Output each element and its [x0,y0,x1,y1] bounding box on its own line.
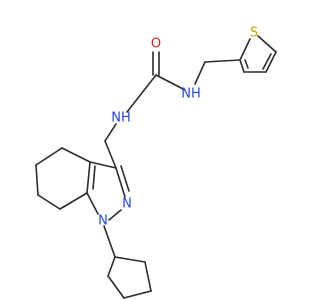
bond-th-s-c5 [257,35,277,53]
bond-c5-c6 [35,164,39,196]
atom-n2-label: N [122,197,132,212]
atom-sulfur-label: S [250,26,258,41]
bond-cp-3 [123,290,152,299]
bond-cp-5 [107,256,116,277]
bond-th-c5-c4-double [262,53,272,70]
bond-nh-ch2-left [104,123,117,142]
bond-th-c3-c2-double [244,59,249,69]
bonds [35,35,277,299]
bond-c7-c7a [59,192,88,210]
bond-cp-2 [144,261,152,292]
bond-c6-c7 [37,194,61,210]
bond-c7a-c3a-double [92,165,96,190]
structure-svg: O NH NH N N S [35,26,277,299]
atom-oxygen-label: O [151,37,161,52]
bond-th-c3-c2 [239,59,245,73]
bond-th-c2-s [239,38,251,61]
bond-c-nh-right [155,74,186,91]
bond-ch2-thiophene [204,59,241,63]
bond-cp-1 [114,256,146,263]
bond-n2-n1 [108,209,122,221]
bond-n1-cp [103,225,116,258]
bond-n1-c7a [86,192,99,215]
molecule-diagram: O NH NH N N S [35,26,277,299]
bond-ch2-c3 [104,140,117,169]
atom-n1-label: N [98,214,108,229]
bond-c3-n2 [115,167,126,198]
atom-nh-left-label: NH [111,111,131,126]
bond-cp-4 [107,275,125,299]
bond-nh-ch2-right [194,61,206,85]
bond-c3a-c3 [89,161,117,169]
atom-labels: O NH NH N N S [98,26,258,229]
bond-c3a-c4 [61,147,91,163]
bond-c4-c5 [35,147,63,166]
bond-c-nh-left [126,74,157,113]
bond-th-c5-c4 [265,51,277,73]
atom-nh-right-label: NH [181,87,201,102]
bond-c3-n2-double [120,165,130,192]
bond-c7a-c3a [86,161,91,194]
